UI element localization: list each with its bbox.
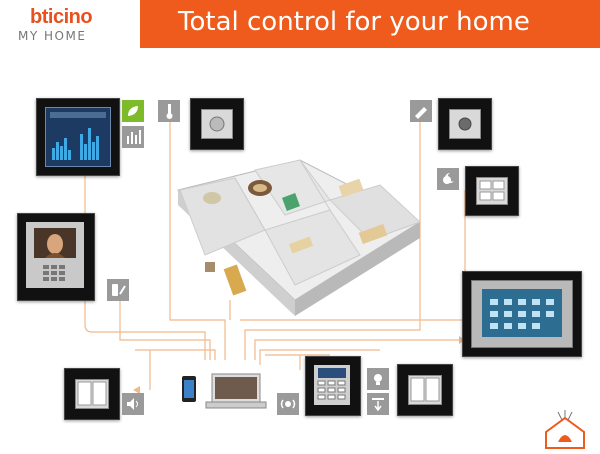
speaker-icon: [122, 393, 144, 415]
energy-bars-icon: [122, 126, 144, 148]
brand-name: bticino: [30, 6, 93, 28]
video-door-entry-plate: [17, 213, 95, 301]
alarm-icon: [277, 393, 299, 415]
shutter-icon: [367, 393, 389, 415]
title-banner: Total control for your home: [140, 0, 600, 48]
page-title: Total control for your home: [178, 7, 530, 37]
touch-control-panel-large: [462, 271, 582, 357]
irrigation-icon: [410, 100, 432, 122]
bticino-logo: bticino MY HOME: [0, 0, 140, 48]
thermostat-plate: [190, 98, 244, 150]
irrigation-control-plate: [438, 98, 492, 150]
smartphone-and-tablet-devices: [178, 372, 270, 412]
double-switch-plate-left: [64, 368, 120, 420]
intercom-phone-icon: [107, 279, 129, 301]
house-mascot-icon: [540, 410, 590, 450]
energy-chart-display: [45, 107, 111, 167]
door-entry-keypad: [42, 264, 70, 282]
double-switch-plate-right: [397, 364, 453, 416]
control-panel-screen: [482, 289, 562, 337]
energy-bars-graphic: [50, 112, 106, 160]
video-screen: [34, 228, 76, 258]
thermometer-icon: [158, 100, 180, 122]
burglar-alarm-keypad-plate: [305, 356, 361, 416]
scenario-switch-plate: [465, 166, 519, 216]
light-icon: [367, 368, 389, 390]
touchscreen-energy-panel: [36, 98, 120, 176]
brand-subtitle: MY HOME: [18, 29, 87, 43]
eco-leaf-icon: [122, 100, 144, 122]
sun-moon-icon: [437, 168, 459, 190]
